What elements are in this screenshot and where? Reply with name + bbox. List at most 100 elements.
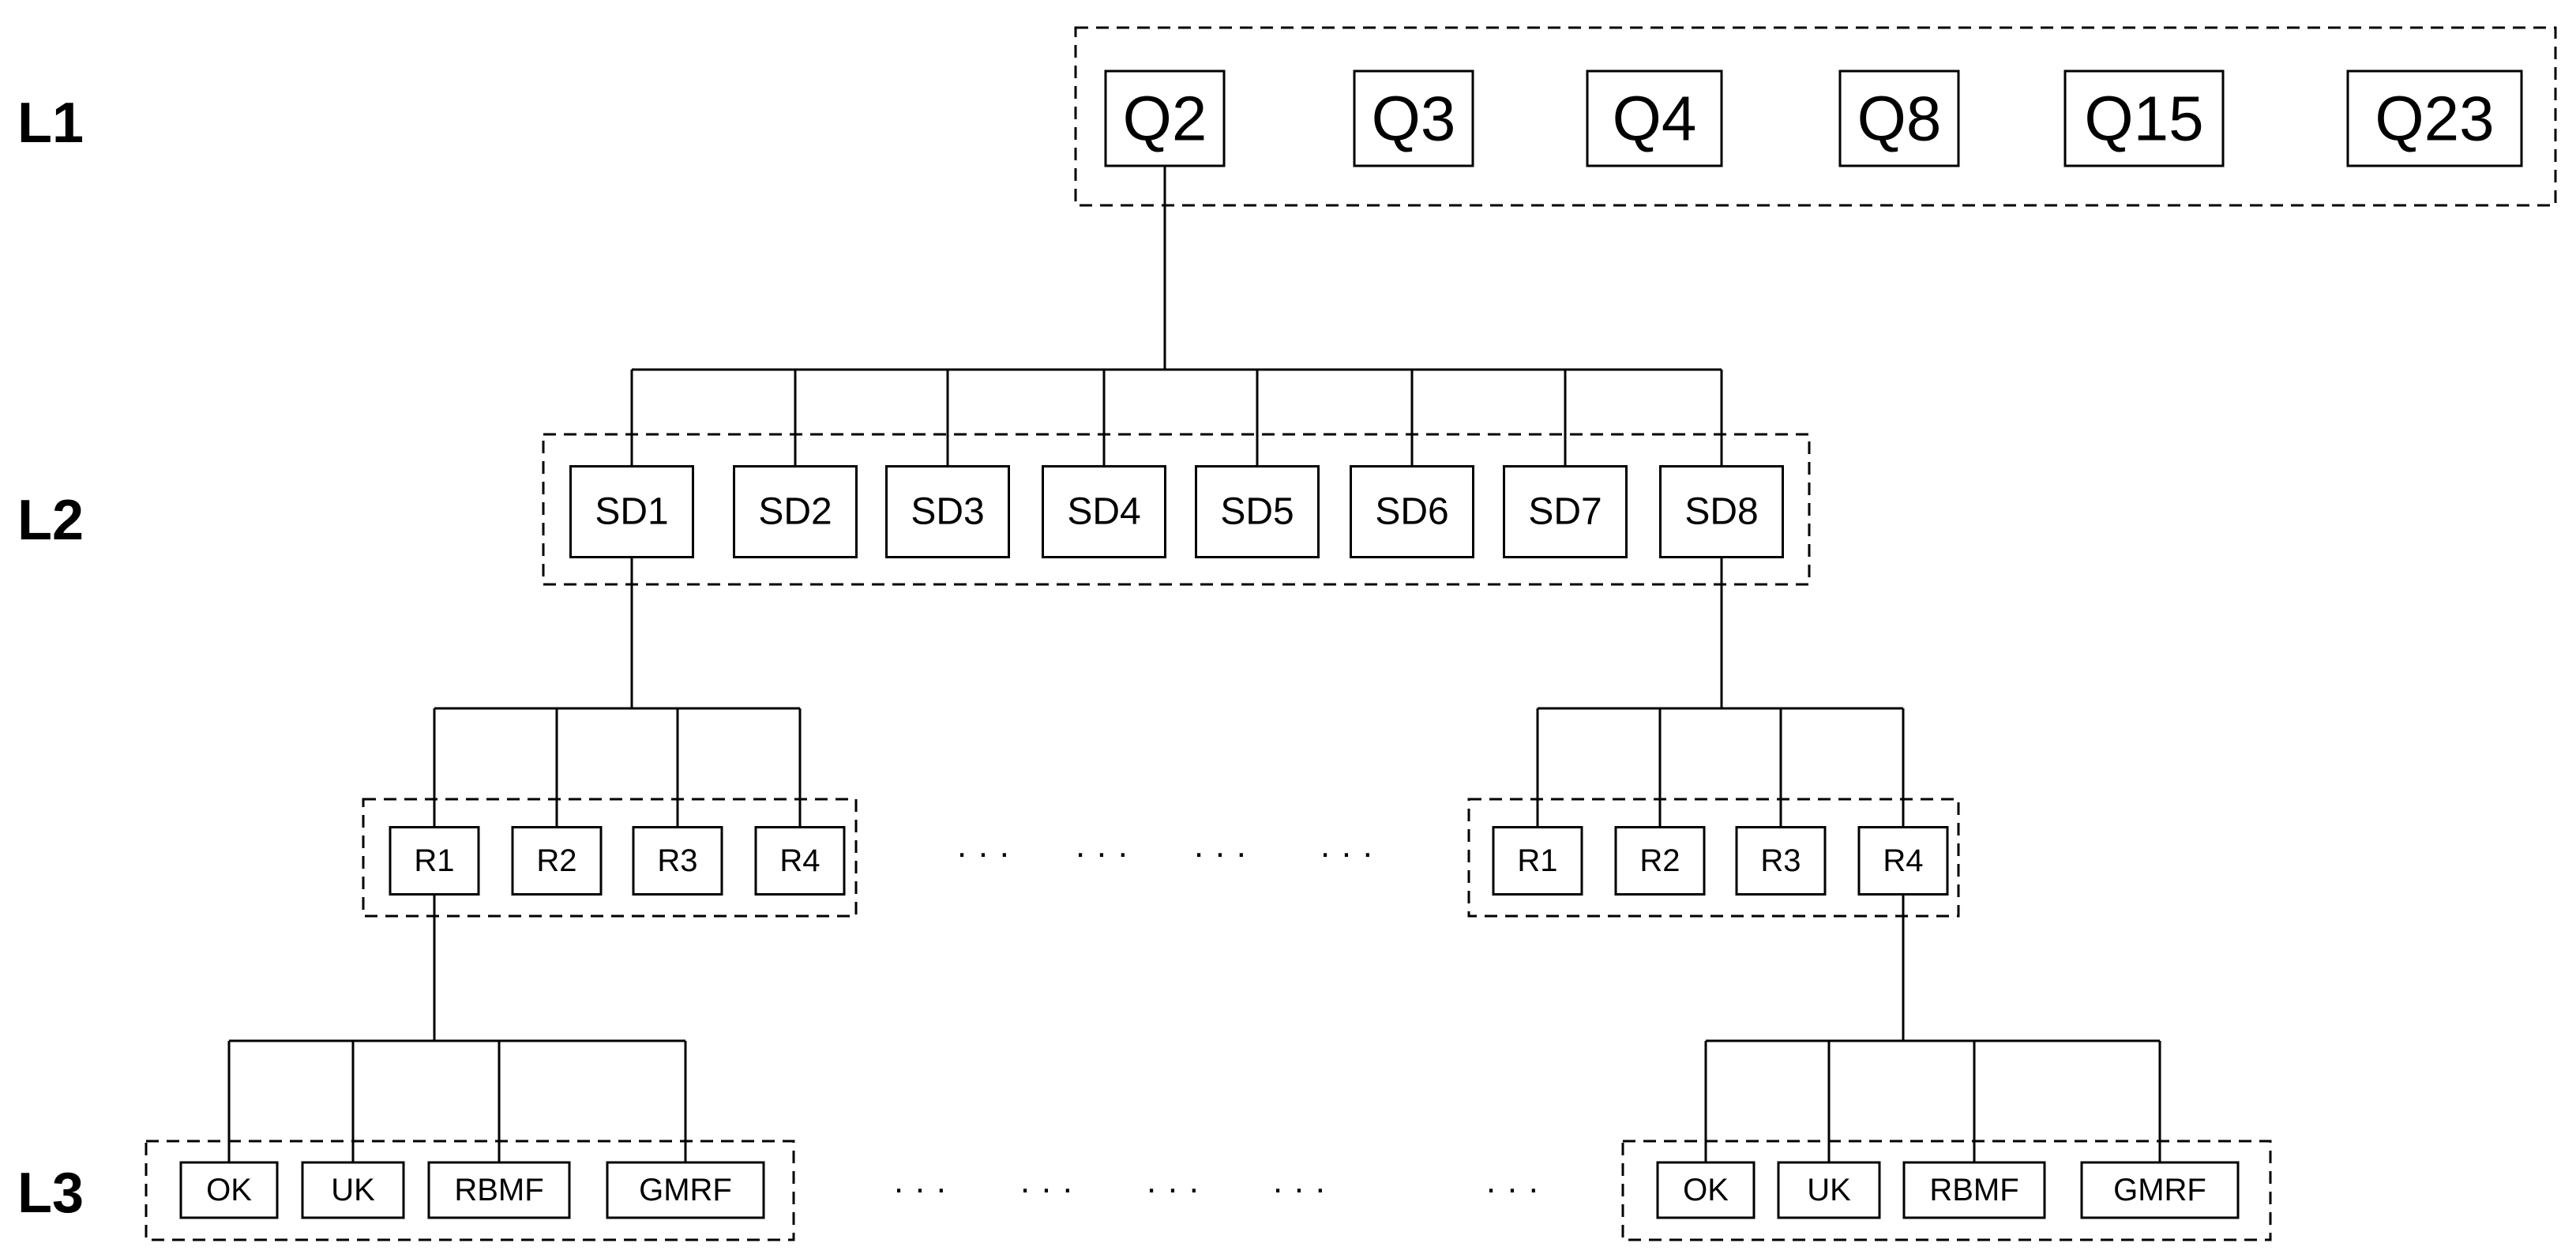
- l2-node-sd1-label: SD1: [595, 491, 668, 533]
- l3-node-2-ok-label: OK: [1683, 1173, 1729, 1207]
- region-node-sd1-r3: R3: [632, 826, 723, 896]
- l1-node-q4-label: Q4: [1613, 84, 1697, 154]
- l2-node-sd5: SD5: [1195, 465, 1320, 558]
- region-node-sd8-r2: R2: [1614, 826, 1706, 896]
- l1-node-q8-label: Q8: [1857, 84, 1942, 154]
- l3-node-2-rbmf-box: [1902, 1161, 2046, 1219]
- region-node-sd8-r4-label: R4: [1883, 843, 1923, 878]
- l1-node-q3-label: Q3: [1372, 84, 1456, 154]
- l1-node-q2-box: [1104, 69, 1226, 167]
- l3-node-2-ok-box: [1656, 1161, 1756, 1219]
- l3-node-2-gmrf: GMRF: [2080, 1161, 2240, 1219]
- l1-query-row: Q2 Q3 Q4 Q8 Q15 Q23: [1104, 69, 2523, 167]
- l2-node-sd1: SD1: [569, 465, 694, 558]
- l3-node-2-rbmf-label: RBMF: [1929, 1173, 2018, 1207]
- l3-node-2-uk-box: [1777, 1161, 1881, 1219]
- l2-dataset-row: SD1 SD2 SD3 SD4 SD5 SD6 SD7 SD8: [569, 465, 1784, 558]
- l1-node-q15-label: Q15: [2084, 84, 2203, 154]
- l2-node-sd3-box: [885, 465, 1010, 558]
- ellipsis-region-1: · · ·: [956, 834, 1010, 873]
- region-node-sd8-r3: R3: [1735, 826, 1827, 896]
- l3-node-1-gmrf: GMRF: [606, 1161, 765, 1219]
- l1-node-q4-box: [1586, 69, 1723, 167]
- l2-node-sd8-box: [1659, 465, 1784, 558]
- l3-node-1-uk: UK: [301, 1161, 405, 1219]
- region-group-box-sd8: [1467, 798, 1960, 918]
- l2-node-sd4-label: SD4: [1067, 491, 1140, 533]
- l3-node-1-rbmf-label: RBMF: [454, 1173, 543, 1207]
- l3-node-1-ok-box: [179, 1161, 279, 1219]
- region-node-sd8-r3-label: R3: [1760, 843, 1801, 878]
- l2-node-sd4: SD4: [1042, 465, 1166, 558]
- region-node-sd8-r2-label: R2: [1639, 843, 1680, 878]
- l2-node-sd2: SD2: [733, 465, 858, 558]
- l2-node-sd5-label: SD5: [1220, 491, 1294, 533]
- l1-node-q15: Q15: [2063, 69, 2225, 167]
- l2-node-sd8-label: SD8: [1684, 491, 1758, 533]
- region-node-sd1-r2-box: [511, 826, 603, 896]
- l3-node-2-gmrf-box: [2080, 1161, 2240, 1219]
- l3-node-1-ok: OK: [179, 1161, 279, 1219]
- l1-group-box: [1074, 26, 2557, 207]
- l3-method-rows: OK UK RBMF GMRF OK UK RBMF GMRF: [179, 1161, 2240, 1219]
- l3-node-2-rbmf: RBMF: [1902, 1161, 2046, 1219]
- l1-node-q4: Q4: [1586, 69, 1723, 167]
- region-node-sd8-r3-box: [1735, 826, 1827, 896]
- l3-node-1-rbmf-box: [427, 1161, 571, 1219]
- l2-node-sd2-box: [733, 465, 858, 558]
- region-node-sd1-r2: R2: [511, 826, 603, 896]
- l2-node-sd2-label: SD2: [758, 491, 832, 533]
- l1-node-q8-box: [1838, 69, 1960, 167]
- region-node-sd1-r3-box: [632, 826, 723, 896]
- l2-node-sd6: SD6: [1350, 465, 1474, 558]
- region-node-sd1-r1: R1: [389, 826, 480, 896]
- l2-node-sd6-label: SD6: [1375, 491, 1448, 533]
- region-node-sd8-r1-box: [1492, 826, 1583, 896]
- l2-node-sd3: SD3: [885, 465, 1010, 558]
- region-node-sd8-r4: R4: [1857, 826, 1949, 896]
- ellipsis-l3-4: · · ·: [1272, 1170, 1326, 1208]
- l2-node-sd7-box: [1503, 465, 1628, 558]
- region-node-sd8-r1-label: R1: [1517, 843, 1557, 878]
- l3-node-1-gmrf-box: [606, 1161, 765, 1219]
- region-node-sd1-r1-label: R1: [414, 843, 454, 878]
- l2-node-sd7: SD7: [1503, 465, 1628, 558]
- l1-node-q15-box: [2063, 69, 2225, 167]
- region-node-sd1-r1-box: [389, 826, 480, 896]
- l3-node-2-uk: UK: [1777, 1161, 1881, 1219]
- l2-node-sd3-label: SD3: [911, 491, 984, 533]
- region-node-sd8-r4-box: [1857, 826, 1949, 896]
- l3-node-1-ok-label: OK: [206, 1173, 252, 1207]
- region-node-sd8-r1: R1: [1492, 826, 1583, 896]
- ellipsis-region-3: · · ·: [1193, 834, 1247, 873]
- l3-node-2-ok: OK: [1656, 1161, 1756, 1219]
- l3-group-box-1: [145, 1140, 795, 1241]
- l2-node-sd4-box: [1042, 465, 1166, 558]
- region-node-sd1-r4-label: R4: [779, 843, 820, 878]
- group-boxes: [145, 26, 2557, 1241]
- ellipsis-l3-3: · · ·: [1146, 1170, 1200, 1208]
- region-node-sd1-r4: R4: [754, 826, 846, 896]
- region-node-sd1-r3-label: R3: [657, 843, 697, 878]
- l1-node-q3-box: [1353, 69, 1474, 167]
- l2-node-sd7-label: SD7: [1528, 491, 1602, 533]
- level-label-l3: L3: [17, 1162, 84, 1225]
- region-group-box-sd1: [362, 798, 858, 918]
- l2-node-sd6-box: [1350, 465, 1474, 558]
- ellipsis-l3-1: · · ·: [893, 1170, 947, 1208]
- connector-lines: [227, 166, 2161, 1162]
- l2-node-sd8: SD8: [1659, 465, 1784, 558]
- l3-node-1-uk-box: [301, 1161, 405, 1219]
- ellipsis-markers: · · ·· · ·· · ·· · ·· · ·· · ·· · ·· · ·…: [893, 834, 1539, 1208]
- l3-node-1-rbmf: RBMF: [427, 1161, 571, 1219]
- l1-node-q23-box: [2346, 69, 2523, 167]
- l3-node-2-gmrf-label: GMRF: [2113, 1173, 2206, 1207]
- l3-node-1-uk-label: UK: [331, 1173, 375, 1207]
- region-node-sd1-r4-box: [754, 826, 846, 896]
- l1-node-q2: Q2: [1104, 69, 1226, 167]
- l1-node-q23-label: Q23: [2375, 84, 2494, 154]
- region-node-sd8-r2-box: [1614, 826, 1706, 896]
- l3-node-2-uk-label: UK: [1807, 1173, 1851, 1207]
- l2-node-sd1-box: [569, 465, 694, 558]
